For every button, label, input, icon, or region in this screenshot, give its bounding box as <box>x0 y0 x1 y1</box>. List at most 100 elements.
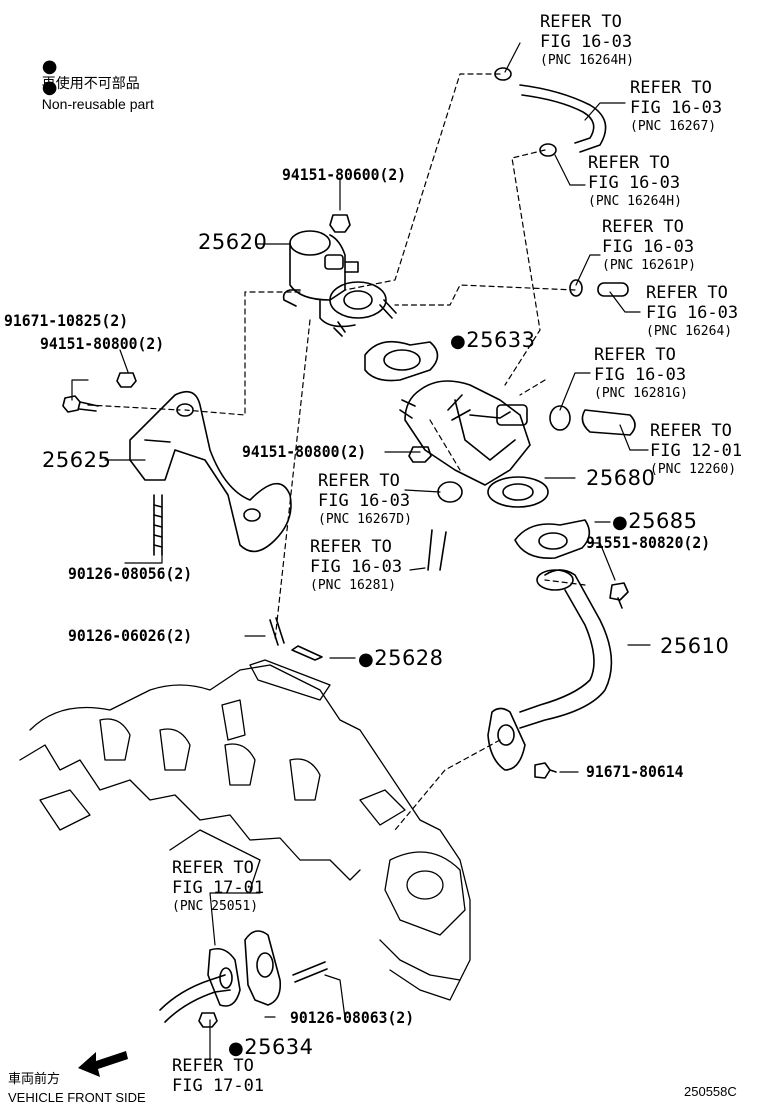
direction-en: VEHICLE FRONT SIDE <box>8 1090 146 1105</box>
part-25633: ●25633 <box>450 330 536 351</box>
ref-line1: REFER TO <box>172 858 254 878</box>
nut-94151-80600 <box>329 214 351 233</box>
ref-line1: REFER TO <box>172 1056 254 1076</box>
ref-line2: FIG 16-03 <box>588 173 681 193</box>
hose-clamps <box>437 67 583 503</box>
part-25685: ●25685 <box>612 511 698 532</box>
non-reusable-icon: ● <box>450 331 467 352</box>
refer-fig-17-01-bottom: REFER TO FIG 17-01 <box>172 1056 264 1096</box>
ref-line3: (PNC 16267D) <box>318 512 412 527</box>
ref-line1: REFER TO <box>650 421 732 441</box>
ref-line2: FIG 16-03 <box>594 365 687 385</box>
ref-line1: REFER TO <box>630 78 712 98</box>
ref-line3: (PNC 16264) <box>646 324 733 339</box>
refer-16267: REFER TO FIG 16-03 (PNC 16267) <box>630 78 722 136</box>
non-reusable-icon: ● <box>358 649 375 670</box>
refer-12260: REFER TO FIG 12-01 (PNC 12260) <box>650 421 742 479</box>
ref-line1: REFER TO <box>594 345 676 365</box>
legend-jp-text: 再使用不可部品 <box>41 75 140 91</box>
ref-line2: FIG 16-03 <box>310 557 403 577</box>
ref-line2: FIG 16-03 <box>318 491 411 511</box>
egr-pipe-25610 <box>487 569 613 771</box>
gasket-25634 <box>244 930 282 1006</box>
non-reusable-icon: ● <box>228 1038 245 1059</box>
ref-line1: REFER TO <box>318 471 400 491</box>
figure-code: 250558C <box>684 1084 737 1099</box>
ref-line1: REFER TO <box>310 537 392 557</box>
refer-16281: REFER TO FIG 16-03 (PNC 16281) <box>310 537 402 595</box>
ref-line1: REFER TO <box>588 153 670 173</box>
egr-valve-25620 <box>282 230 397 337</box>
egr-cooler-25680 <box>399 380 549 508</box>
refer-16264: REFER TO FIG 16-03 (PNC 16264) <box>646 283 738 341</box>
direction-jp: 車両前方 <box>8 1071 61 1086</box>
gasket-25633 <box>364 340 439 382</box>
ref-line1: REFER TO <box>540 12 622 32</box>
stud-90126-08063 <box>292 961 328 983</box>
refer-16264h-mid: REFER TO FIG 16-03 (PNC 16264H) <box>588 153 682 211</box>
part-25628: ●25628 <box>358 648 444 669</box>
fastener-94151-80800-a: 94151-80800(2) <box>40 334 165 353</box>
ref-line2: FIG 17-01 <box>172 1076 265 1096</box>
ref-line2: FIG 16-03 <box>602 237 695 257</box>
ref-line2: FIG 16-03 <box>630 98 723 118</box>
part-25634: ●25634 <box>228 1037 314 1058</box>
ref-line3: (PNC 16281G) <box>594 386 688 401</box>
part-25610: 25610 <box>660 634 730 658</box>
part-25625: 25625 <box>42 448 112 472</box>
ref-line2: FIG 17-01 <box>172 878 265 898</box>
ref-line3: (PNC 16264H) <box>588 194 682 209</box>
bolt-91551-80820 <box>609 582 629 609</box>
ref-line2: FIG 12-01 <box>650 441 743 461</box>
nut-94151-80800-a <box>116 372 137 388</box>
ref-line3: (PNC 16267) <box>630 119 717 134</box>
legend-en: ● Non-reusable part <box>34 65 154 112</box>
engine-manifold <box>19 659 471 1001</box>
nut-94151-80800 <box>408 446 432 463</box>
part-25628-label: 25628 <box>374 646 444 670</box>
fastener-91671-80614: 91671-80614 <box>586 762 684 781</box>
fastener-91551-80820: 91551-80820(2) <box>586 533 711 552</box>
part-25685-label: 25685 <box>628 509 698 533</box>
fastener-90126-08056: 90126-08056(2) <box>68 564 193 583</box>
legend-bullet-icon: ● <box>41 56 58 77</box>
ref-line3: (PNC 16281) <box>310 578 397 593</box>
bolt-91671-10825 <box>62 395 99 413</box>
part-25634-label: 25634 <box>244 1035 314 1059</box>
bracket-25625 <box>129 390 292 553</box>
ref-line3: (PNC 16261P) <box>602 258 696 273</box>
refer-25051: REFER TO FIG 17-01 (PNC 25051) <box>172 858 264 916</box>
ref-line1: REFER TO <box>602 217 684 237</box>
gasket-25628 <box>291 645 323 661</box>
hoses <box>427 84 636 571</box>
fastener-90126-06026: 90126-06026(2) <box>68 626 193 645</box>
refer-16261p: REFER TO FIG 16-03 (PNC 16261P) <box>602 217 696 275</box>
fastener-91671-10825: 91671-10825(2) <box>4 311 129 330</box>
part-25620: 25620 <box>198 230 268 254</box>
ref-line3: (PNC 25051) <box>172 899 259 914</box>
part-25680: 25680 <box>586 466 656 490</box>
legend-en-text: Non-reusable part <box>41 96 154 112</box>
ref-line2: FIG 16-03 <box>646 303 739 323</box>
egr-pipe-lower <box>159 947 241 1023</box>
part-25633-label: 25633 <box>466 328 536 352</box>
refer-16281g: REFER TO FIG 16-03 (PNC 16281G) <box>594 345 688 403</box>
fastener-90126-08063: 90126-08063(2) <box>290 1008 415 1027</box>
nut-lower <box>198 1012 218 1028</box>
ref-line1: REFER TO <box>646 283 728 303</box>
fastener-94151-80600: 94151-80600(2) <box>282 165 407 184</box>
ref-line2: FIG 16-03 <box>540 32 633 52</box>
ref-line3: (PNC 16264H) <box>540 53 634 68</box>
dashed-reference-lines <box>87 73 586 831</box>
legend-jp: ● 再使用不可部品 <box>34 44 140 91</box>
bolt-91671-80614 <box>534 762 557 779</box>
legend-bullet-icon: ● <box>41 77 58 98</box>
gasket-25685 <box>514 519 591 559</box>
refer-16267d: REFER TO FIG 16-03 (PNC 16267D) <box>318 471 412 529</box>
refer-16264h-top: REFER TO FIG 16-03 (PNC 16264H) <box>540 12 634 70</box>
non-reusable-icon: ● <box>612 512 629 533</box>
fastener-94151-80800-b: 94151-80800(2) <box>242 442 367 461</box>
stud-90126-08056 <box>153 494 163 556</box>
stud-90126-06026 <box>269 617 285 646</box>
